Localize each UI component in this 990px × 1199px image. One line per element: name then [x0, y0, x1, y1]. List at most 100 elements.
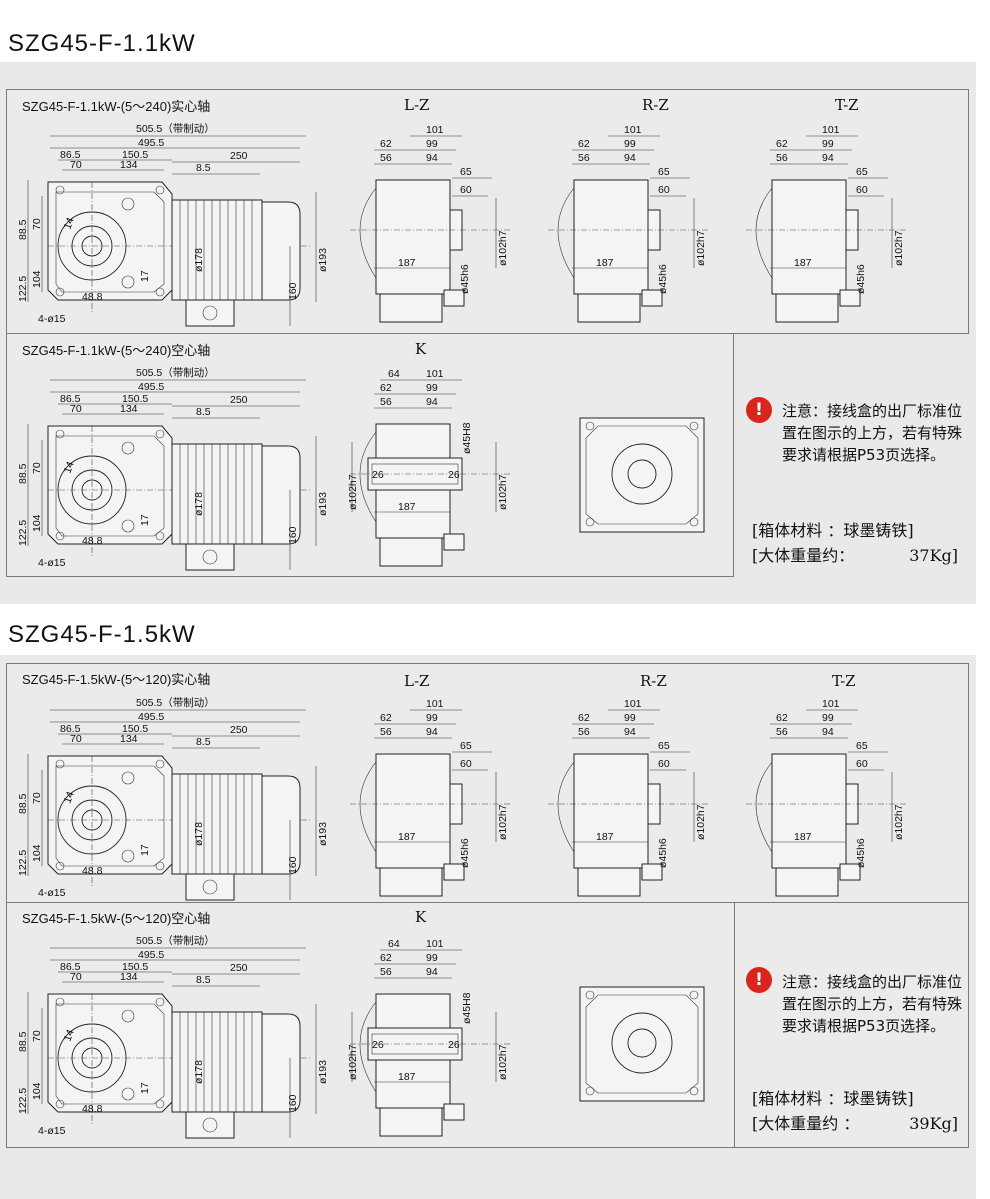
- dimension-label: 150.5: [122, 149, 148, 161]
- dimension-label: 65: [460, 740, 472, 752]
- dimension-label: ø178: [193, 822, 205, 846]
- dimension-label: 26: [448, 1039, 460, 1051]
- dimension-label: 65: [856, 740, 868, 752]
- view-label-k: K: [415, 908, 427, 926]
- dimension-label: 104: [31, 270, 43, 288]
- dimension-label: ø45h6: [855, 838, 867, 868]
- dimension-label: 101: [426, 698, 444, 710]
- dimension-label: ø102h7: [347, 474, 359, 510]
- dimension-label: 495.5: [138, 137, 164, 149]
- note-text: 注意：接线盒的出厂标准位置在图示的上方，若有特殊要求请根据P53页选择。: [782, 973, 963, 1035]
- dimension-label: 56: [578, 152, 590, 164]
- dimension-label: ø45H8: [461, 992, 473, 1024]
- view-label-rz: R-Z: [642, 96, 669, 114]
- dimension-label: 56: [578, 726, 590, 738]
- section-title: SZG45-F-1.5kW: [8, 621, 196, 648]
- dimension-label: ø102h7: [497, 230, 509, 266]
- hollow-model-label: SZG45-F-1.5kW-(5～120)空心轴: [22, 911, 211, 926]
- dimension-label: 101: [426, 124, 444, 136]
- dimension-label: 99: [426, 952, 438, 964]
- dimension-label: 56: [776, 726, 788, 738]
- dimension-label: 64: [388, 938, 400, 950]
- dimension-label: 104: [31, 1082, 43, 1100]
- solid-model-label: SZG45-F-1.5kW-(5～120)实心轴: [22, 672, 211, 687]
- dimension-label: ø102h7: [497, 1044, 509, 1080]
- dimension-label: ø102h7: [695, 230, 707, 266]
- dimension-label: 62: [578, 712, 590, 724]
- dimension-label: 60: [658, 758, 670, 770]
- dimension-label: 101: [822, 698, 840, 710]
- material-spec: [箱体材料 ：球墨铸铁]: [752, 1089, 914, 1108]
- warning-icon: !: [746, 967, 772, 993]
- dimension-label: 122.5: [17, 276, 29, 302]
- dimension-label: 187: [398, 831, 416, 843]
- dimension-label: 60: [460, 184, 472, 196]
- dimension-label: 122.5: [17, 520, 29, 546]
- dimension-label: 99: [624, 712, 636, 724]
- dimension-label: 134: [120, 403, 138, 415]
- dimension-label: 99: [822, 712, 834, 724]
- dimension-label: 70: [70, 403, 82, 415]
- dimension-label: 495.5: [138, 949, 164, 961]
- dimension-label: ø45h6: [459, 838, 471, 868]
- dimension-label: ø178: [193, 492, 205, 516]
- dimension-label: 94: [426, 396, 438, 408]
- dimension-label: 60: [856, 758, 868, 770]
- view-label-tz: T-Z: [832, 672, 856, 690]
- dimension-label: 150.5: [122, 723, 148, 735]
- dimension-label: 70: [31, 462, 43, 474]
- dimension-label: 250: [230, 962, 248, 974]
- dimension-label: 94: [822, 152, 834, 164]
- dimension-label: 17: [139, 1082, 151, 1094]
- view-label-lz: L-Z: [404, 672, 430, 690]
- dimension-label: 62: [380, 138, 392, 150]
- dimension-label: 56: [776, 152, 788, 164]
- dimension-label: 48.8: [82, 291, 103, 303]
- front-view-drawing: 505.5（带制动） 495.5 86.5 150.5 70 134 8.5 2…: [17, 366, 329, 571]
- dimension-label: 134: [120, 971, 138, 983]
- dimension-label: 495.5: [138, 711, 164, 723]
- dimension-label: ø193: [317, 822, 329, 846]
- warning-icon: !: [746, 397, 772, 423]
- dimension-label: 187: [596, 831, 614, 843]
- dimension-label: 4-ø15: [38, 887, 66, 899]
- dimension-label: 62: [578, 138, 590, 150]
- dimension-label: 65: [658, 740, 670, 752]
- dimension-label: 495.5: [138, 381, 164, 393]
- dimension-label: 122.5: [17, 850, 29, 876]
- dimension-label: 70: [70, 733, 82, 745]
- dimension-label: 88.5: [17, 219, 29, 240]
- dimension-label: 60: [856, 184, 868, 196]
- view-label-k: K: [415, 340, 427, 358]
- view-label-tz: T-Z: [835, 96, 859, 114]
- dimension-label: 101: [426, 938, 444, 950]
- dimension-label: 4-ø15: [38, 557, 66, 569]
- dimension-label: 64: [388, 368, 400, 380]
- dimension-label: ø193: [317, 248, 329, 272]
- dimension-label: 62: [380, 712, 392, 724]
- dimension-label: ø102h7: [893, 804, 905, 840]
- dimension-label: 17: [139, 270, 151, 282]
- dimension-label: 70: [70, 159, 82, 171]
- note-text: 注意：接线盒的出厂标准位置在图示的上方，若有特殊要求请根据P53页选择。: [782, 402, 963, 464]
- dimension-label: ø193: [317, 1060, 329, 1084]
- dimension-label: 56: [380, 152, 392, 164]
- front-view-drawing: 505.5（带制动） 495.5 86.5 150.5 70 134 8.5 2…: [17, 934, 329, 1139]
- view-label-rz: R-Z: [640, 672, 667, 690]
- dimension-label: 134: [120, 159, 138, 171]
- dimension-label: 17: [139, 514, 151, 526]
- dimension-label: 250: [230, 724, 248, 736]
- dimension-label: ø102h7: [497, 804, 509, 840]
- dimension-label: 17: [139, 844, 151, 856]
- dimension-label: 99: [624, 138, 636, 150]
- dimension-label: 70: [70, 971, 82, 983]
- dimension-label: 150.5: [122, 961, 148, 973]
- dimension-label: 48.8: [82, 865, 103, 877]
- dimension-label: 94: [426, 966, 438, 978]
- dimension-label: ø178: [193, 1060, 205, 1084]
- dimension-label: ø102h7: [497, 474, 509, 510]
- dimension-label: 86.5: [60, 961, 81, 973]
- dimension-label: ø102h7: [893, 230, 905, 266]
- dimension-label: 70: [31, 792, 43, 804]
- dimension-label: ø102h7: [347, 1044, 359, 1080]
